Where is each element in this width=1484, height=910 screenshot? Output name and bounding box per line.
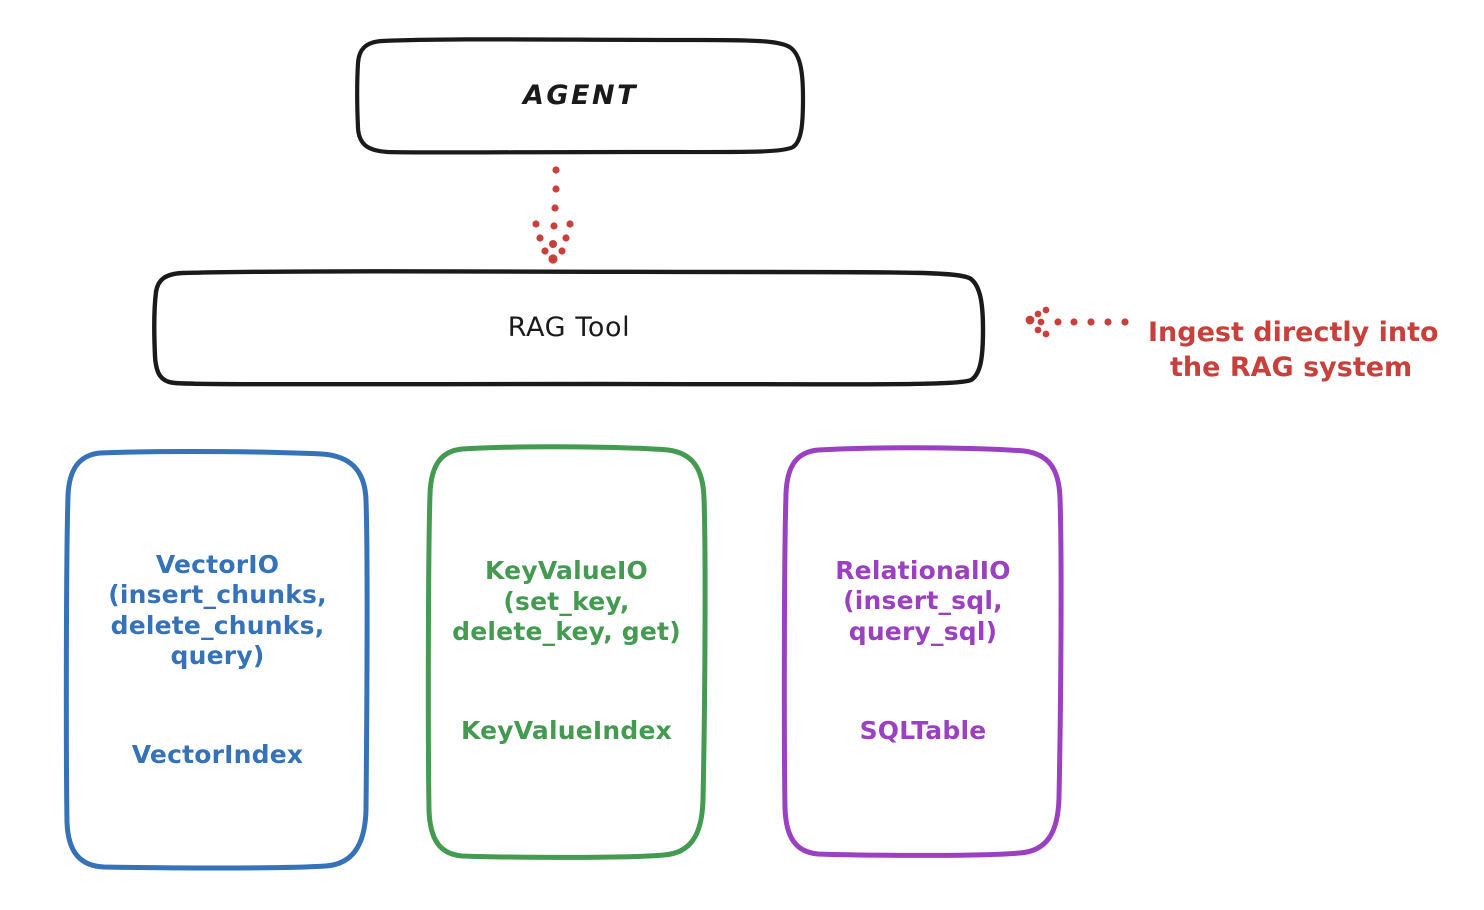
agent-label: AGENT <box>522 80 638 112</box>
relationalio-label-block: RelationalIO (insert_sql, query_sql) SQL… <box>835 525 1011 777</box>
relationalio-api-label: RelationalIO (insert_sql, query_sql) <box>835 555 1011 646</box>
keyvalueio-box-outline <box>425 444 708 860</box>
ingest-annotation-line2: the RAG system <box>1170 352 1413 384</box>
agent-node[interactable]: AGENT <box>357 40 804 153</box>
keyvalueio-index-label: KeyValueIndex <box>460 716 673 746</box>
keyvalueio-api-label: KeyValueIO (set_key, delete_key, get) <box>452 556 681 647</box>
vectorio-index-label: VectorIndex <box>131 740 304 769</box>
ingest-to-rag-tool-arrow <box>1025 306 1129 338</box>
relationalio-node[interactable]: RelationalIO (insert_sql, query_sql) SQL… <box>785 448 1061 854</box>
rag-tool-box-outline <box>152 269 986 387</box>
ingest-annotation-line1: Ingest directly into <box>1148 316 1439 348</box>
agent-to-rag-tool-arrow <box>532 166 574 264</box>
relationalio-index-label: SQLTable <box>859 715 987 745</box>
relationalio-box-outline <box>781 445 1064 858</box>
vectorio-box-outline <box>63 448 370 871</box>
rag-tool-label: RAG Tool <box>507 311 631 343</box>
ingest-annotation: Ingest directly into the RAG system <box>1148 279 1468 422</box>
vectorio-label-block: VectorIO (insert_chunks, delete_chunks, … <box>108 519 327 801</box>
agent-box-outline <box>355 37 806 155</box>
vectorio-api-label: VectorIO (insert_chunks, delete_chunks, … <box>108 549 327 671</box>
keyvalueio-label-block: KeyValueIO (set_key, delete_key, get) Ke… <box>452 526 681 778</box>
rag-tool-node[interactable]: RAG Tool <box>155 272 983 384</box>
keyvalueio-node[interactable]: KeyValueIO (set_key, delete_key, get) Ke… <box>428 447 705 856</box>
vectorio-node[interactable]: VectorIO (insert_chunks, delete_chunks, … <box>67 452 368 868</box>
